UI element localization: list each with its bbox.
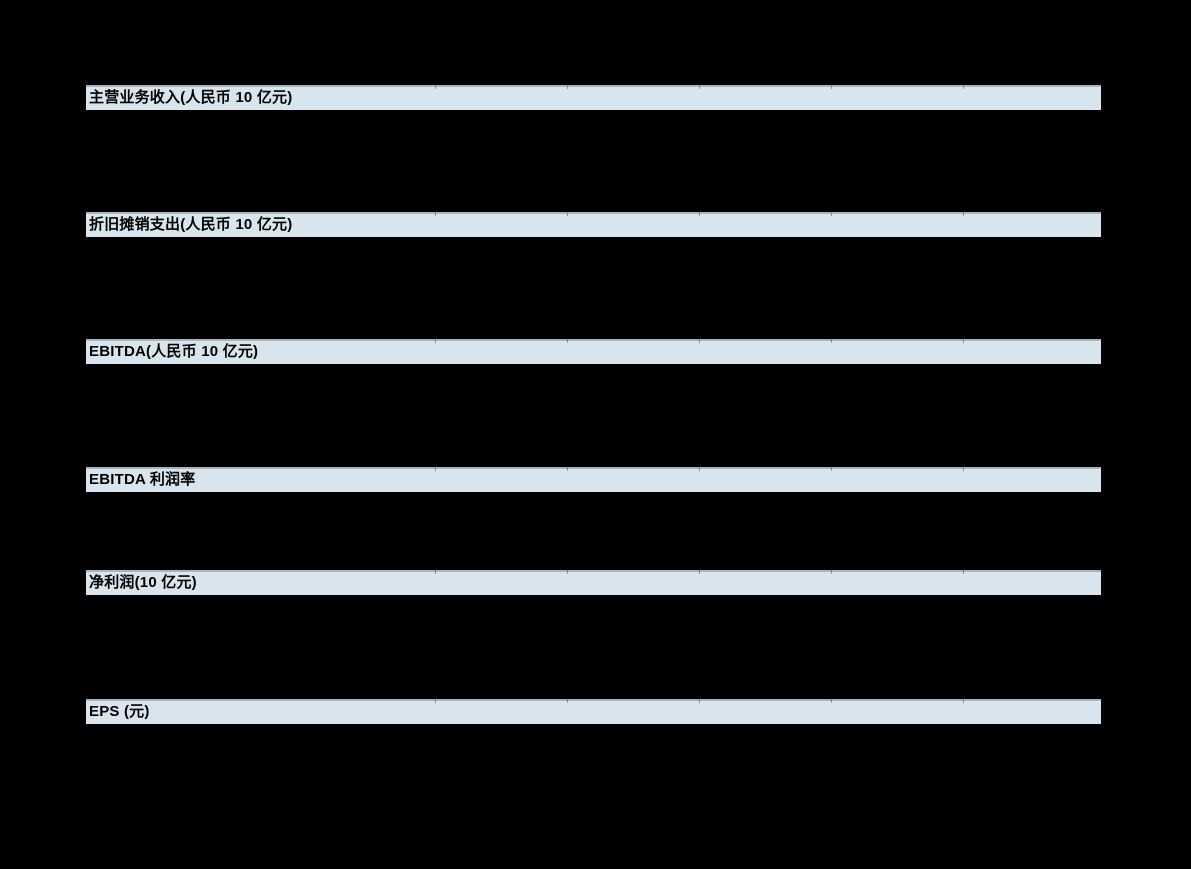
- section-header-label: EBITDA 利润率: [89, 471, 196, 488]
- table-header-ebitda-margin: EBITDA 利润率: [86, 467, 1101, 492]
- column-divider-tick: [699, 570, 700, 574]
- table-header-net-profit: 净利润(10 亿元): [86, 570, 1101, 595]
- column-divider-tick: [567, 467, 568, 471]
- column-divider-tick: [831, 85, 832, 89]
- column-divider-tick: [699, 85, 700, 89]
- column-divider-tick: [435, 339, 436, 343]
- column-divider-tick: [435, 85, 436, 89]
- section-header-label: 净利润(10 亿元): [89, 574, 197, 591]
- column-divider-tick: [963, 339, 964, 343]
- column-divider-tick: [831, 570, 832, 574]
- column-divider-tick: [567, 85, 568, 89]
- column-divider-tick: [567, 339, 568, 343]
- column-divider-tick: [963, 212, 964, 216]
- column-divider-tick: [831, 467, 832, 471]
- column-divider-tick: [567, 570, 568, 574]
- column-divider-tick: [435, 212, 436, 216]
- column-divider-tick: [831, 339, 832, 343]
- column-divider-tick: [699, 699, 700, 703]
- column-divider-tick: [435, 570, 436, 574]
- table-header-eps: EPS (元): [86, 699, 1101, 724]
- column-divider-tick: [963, 570, 964, 574]
- column-divider-tick: [831, 212, 832, 216]
- column-divider-tick: [963, 699, 964, 703]
- column-divider-tick: [567, 699, 568, 703]
- column-divider-tick: [435, 467, 436, 471]
- column-divider-tick: [699, 212, 700, 216]
- section-header-label: 折旧摊销支出(人民币 10 亿元): [89, 216, 293, 233]
- section-header-label: EBITDA(人民币 10 亿元): [89, 343, 259, 360]
- column-divider-tick: [435, 699, 436, 703]
- table-header-ebitda: EBITDA(人民币 10 亿元): [86, 339, 1101, 364]
- column-divider-tick: [963, 85, 964, 89]
- section-header-label: EPS (元): [89, 703, 150, 720]
- column-divider-tick: [831, 699, 832, 703]
- table-header-revenue: 主营业务收入(人民币 10 亿元): [86, 85, 1101, 110]
- column-divider-tick: [699, 467, 700, 471]
- column-divider-tick: [963, 467, 964, 471]
- table-header-depreciation-amortization: 折旧摊销支出(人民币 10 亿元): [86, 212, 1101, 237]
- section-header-label: 主营业务收入(人民币 10 亿元): [89, 89, 293, 106]
- column-divider-tick: [567, 212, 568, 216]
- column-divider-tick: [699, 339, 700, 343]
